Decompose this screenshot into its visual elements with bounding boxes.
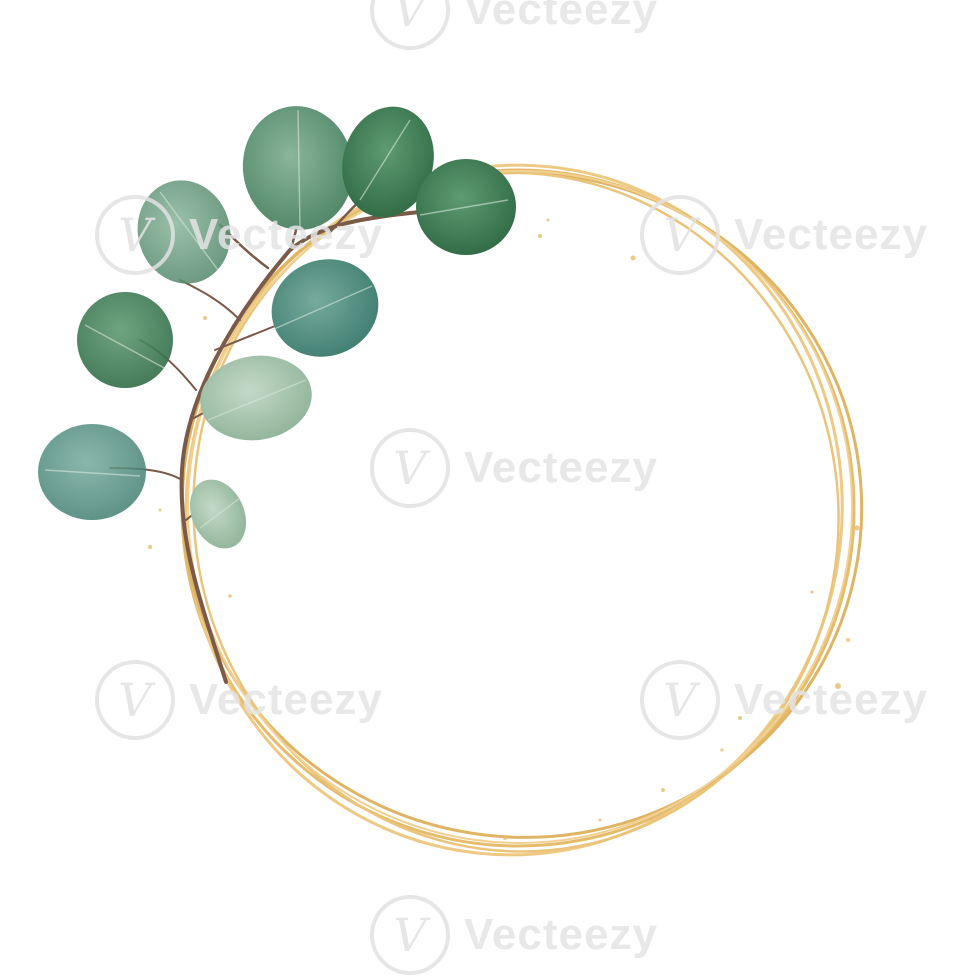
eucalyptus-leaf-icon [77,292,173,388]
gold-splatter [148,218,860,840]
eucalyptus-leaf-icon [271,259,379,357]
leaf-veins [44,109,509,529]
gold-wire-frame [180,163,864,857]
eucalyptus-leaf-icon [342,106,434,218]
eucalyptus-leaves [38,106,516,549]
eucalyptus-leaf-icon [200,355,312,441]
eucalyptus-leaf-icon [38,424,146,520]
eucalyptus-leaf-icon [137,180,231,284]
eucalyptus-leaf-icon [242,106,354,230]
